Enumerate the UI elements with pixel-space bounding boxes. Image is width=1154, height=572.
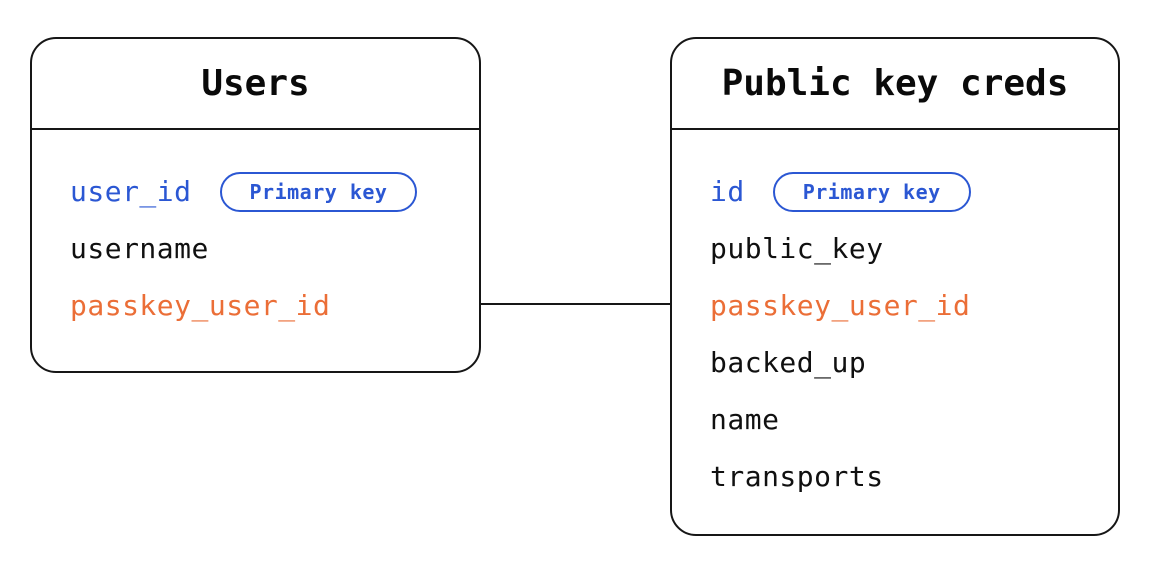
public-key-creds-table-card: Public key creds id Primary key public_k… [670, 37, 1120, 536]
field-row: user_id Primary key [70, 163, 469, 220]
field-name: user_id [70, 175, 192, 208]
field-row: id Primary key [710, 163, 1108, 220]
field-name: id [710, 175, 745, 208]
field-name: transports [710, 460, 884, 493]
field-row: public_key [710, 220, 1108, 277]
public-key-creds-table-fields: id Primary key public_key passkey_user_i… [672, 130, 1118, 505]
field-name: name [710, 403, 780, 436]
field-name: backed_up [710, 346, 867, 379]
field-row: passkey_user_id [70, 277, 469, 334]
primary-key-badge: Primary key [219, 171, 418, 212]
table-title: Users [201, 63, 310, 104]
field-row: transports [710, 448, 1108, 505]
relationship-line [481, 303, 670, 305]
users-table-header: Users [32, 39, 479, 130]
field-row: username [70, 220, 469, 277]
field-row: passkey_user_id [710, 277, 1108, 334]
field-row: name [710, 391, 1108, 448]
users-table-fields: user_id Primary key username passkey_use… [32, 130, 479, 334]
field-name: passkey_user_id [710, 289, 971, 322]
field-row: backed_up [710, 334, 1108, 391]
field-name: username [70, 232, 209, 265]
field-name: passkey_user_id [70, 289, 331, 322]
table-title: Public key creds [721, 63, 1069, 104]
public-key-creds-table-header: Public key creds [672, 39, 1118, 130]
primary-key-badge: Primary key [772, 171, 971, 212]
field-name: public_key [710, 232, 884, 265]
users-table-card: Users user_id Primary key username passk… [30, 37, 481, 373]
